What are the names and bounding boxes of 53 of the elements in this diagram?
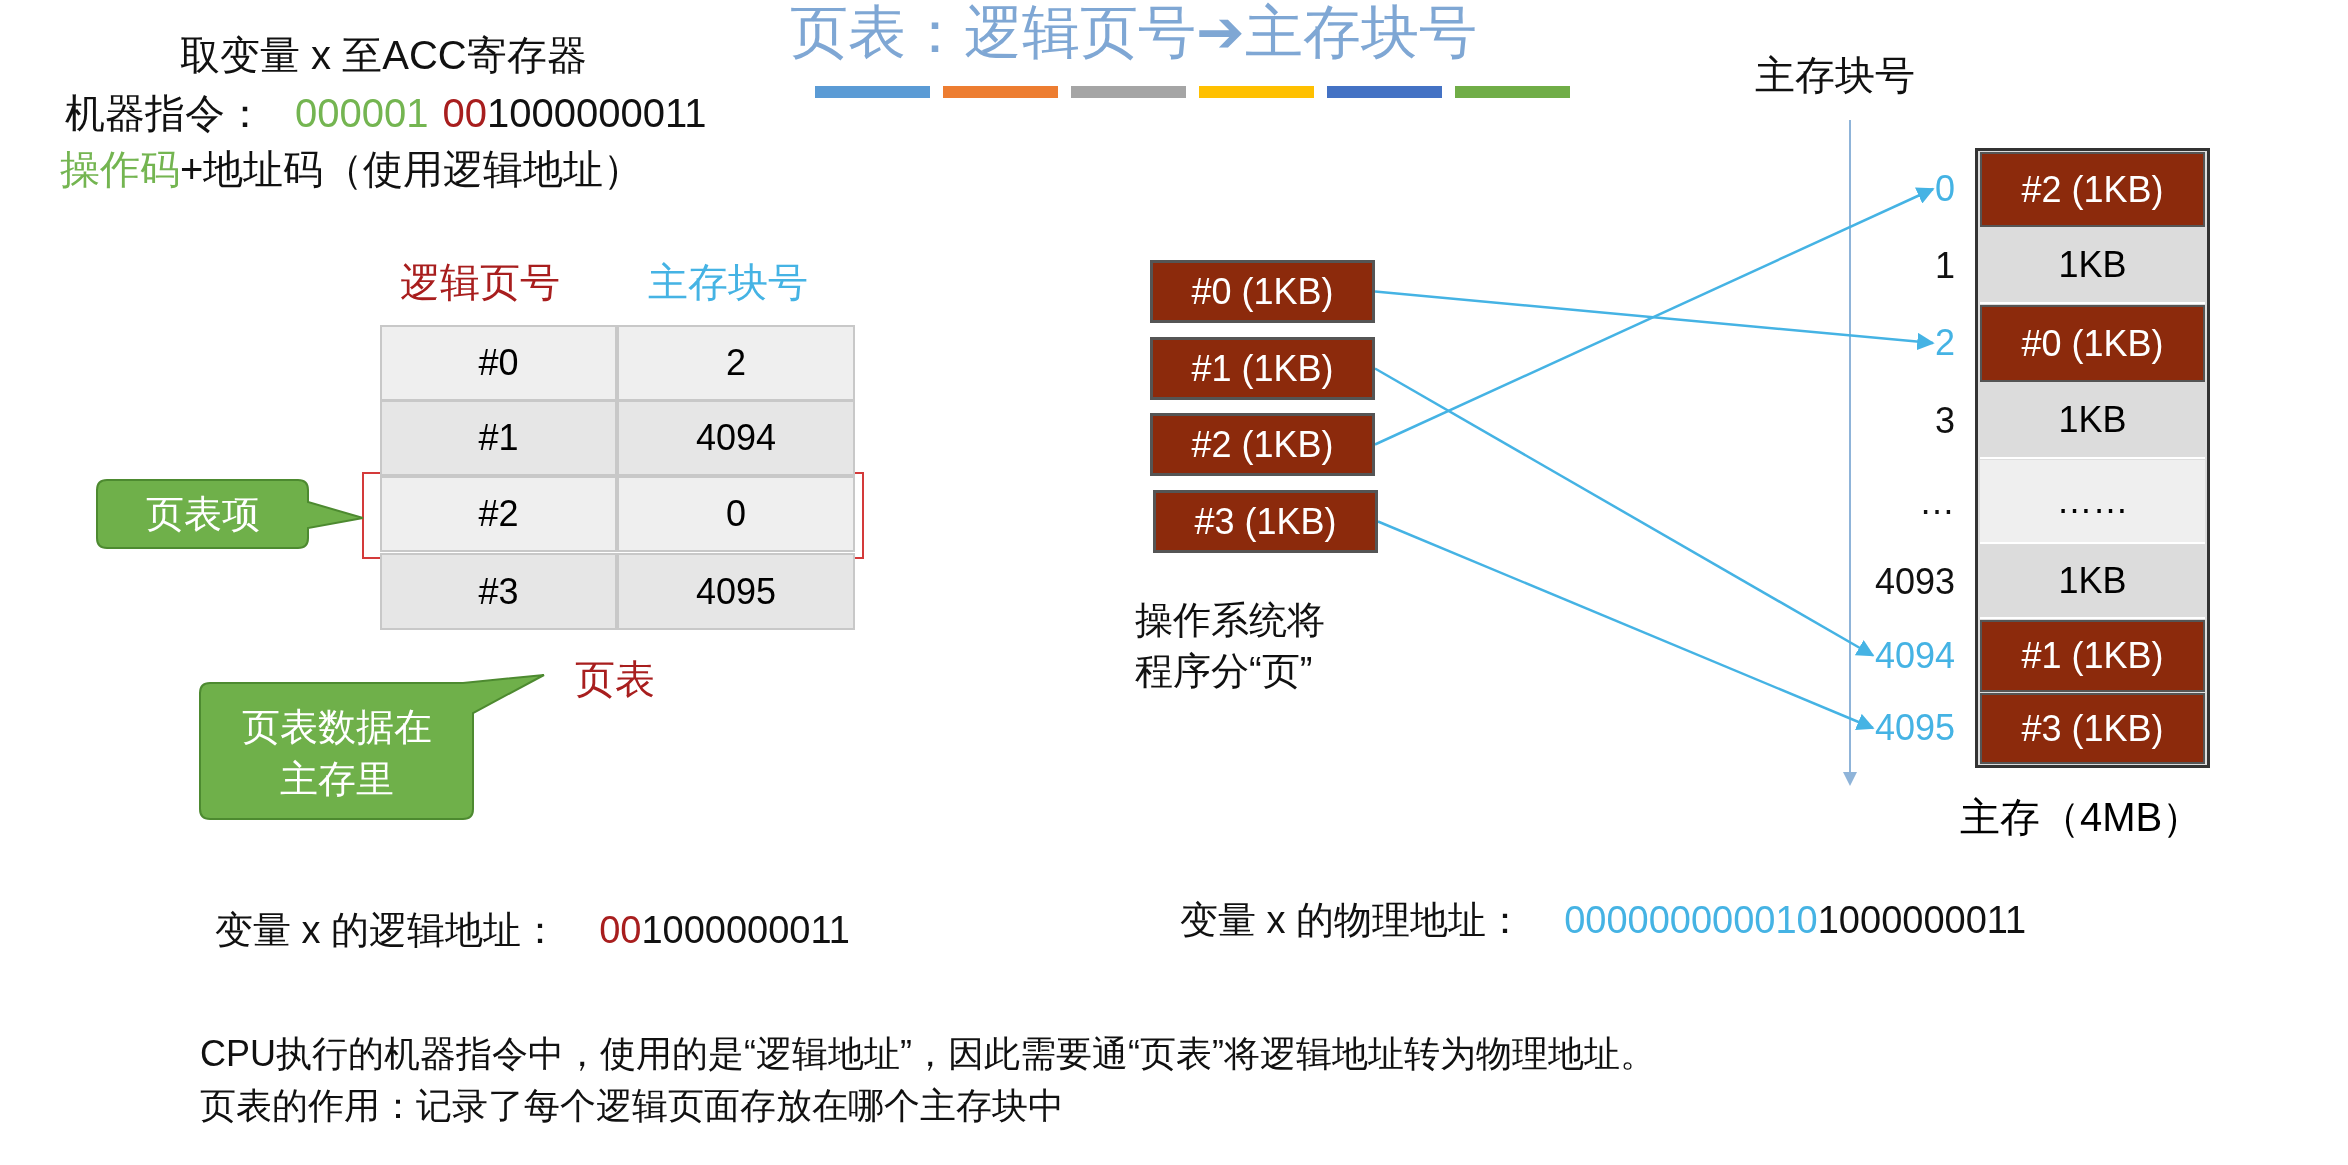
page-block: #0 (1KB) xyxy=(1150,260,1375,323)
address-label: 变量 x 的物理地址： xyxy=(1180,898,1525,943)
table-cell: 4095 xyxy=(617,553,855,630)
heading-text: 取变量 x 至ACC寄存器 xyxy=(180,32,587,79)
page-block: #1 (1KB) xyxy=(1150,337,1375,400)
table-cell: 0 xyxy=(617,476,855,552)
opcode-label: 操作码 xyxy=(60,146,180,193)
block-number: 4095 xyxy=(1874,707,1955,749)
memory-block: #0 (1KB) xyxy=(1980,305,2205,382)
address-label: 变量 x 的逻辑地址： xyxy=(215,908,560,953)
offset-bits: 1000000011 xyxy=(1817,899,2027,942)
opcode-bits: 000001 xyxy=(295,91,429,136)
instruction-label: 机器指令： xyxy=(65,90,265,137)
arrow xyxy=(1374,290,1935,351)
block-number: 4093 xyxy=(1874,560,1955,603)
memory-block: #2 (1KB) xyxy=(1980,152,2205,227)
note-text: 操作系统将程序分“页” xyxy=(1135,598,1326,694)
offset-bits: 1000000011 xyxy=(487,91,707,136)
page-block: #3 (1KB) xyxy=(1153,490,1378,553)
block-number: 4094 xyxy=(1874,634,1955,677)
memory-block: …… xyxy=(1980,460,2205,544)
arrow xyxy=(1377,520,1875,730)
memory-block: #3 (1KB) xyxy=(1980,693,2205,764)
table-cell: #1 xyxy=(380,400,617,476)
offset-bits: 1000000011 xyxy=(641,909,850,952)
page-number-bits: 00 xyxy=(442,91,487,136)
block-number: 3 xyxy=(1934,399,1955,442)
address-code-label: +地址码（使用逻辑地址） xyxy=(180,146,644,193)
page-number-bits: 00 xyxy=(599,909,642,952)
callout-bubble: 页表项 xyxy=(95,478,365,550)
slide-title: 页表：逻辑页号➔主存块号 xyxy=(790,0,1477,66)
block-number: 1 xyxy=(1934,244,1955,287)
block-number: 0 xyxy=(1934,168,1955,210)
axis-title: 主存块号 xyxy=(1755,52,1915,99)
memory-column xyxy=(1975,148,2210,768)
table-cell: 4094 xyxy=(617,400,855,476)
arrow xyxy=(1374,367,1875,657)
arrow xyxy=(1374,187,1935,446)
block-number-bits: 000000000010 xyxy=(1564,899,1818,942)
memory-caption: 主存（4MB） xyxy=(1960,794,2203,841)
column-header: 逻辑页号 xyxy=(400,259,560,306)
column-header: 主存块号 xyxy=(648,259,808,306)
block-number: … xyxy=(1919,480,1955,523)
table-caption: 页表 xyxy=(575,656,655,703)
table-cell: #0 xyxy=(380,325,617,401)
note-text: 页表的作用：记录了每个逻辑页面存放在哪个主存块中 xyxy=(200,1084,1064,1128)
page-block: #2 (1KB) xyxy=(1150,413,1375,476)
table-cell: #3 xyxy=(380,553,617,630)
table-cell: #2 xyxy=(380,476,617,552)
block-number: 2 xyxy=(1934,322,1955,364)
note-text: CPU执行的机器指令中，使用的是“逻辑地址”，因此需要通“页表”将逻辑地址转为物理地址。 xyxy=(200,1032,1656,1076)
table-cell: 2 xyxy=(617,325,855,401)
memory-block: #1 (1KB) xyxy=(1980,620,2205,692)
